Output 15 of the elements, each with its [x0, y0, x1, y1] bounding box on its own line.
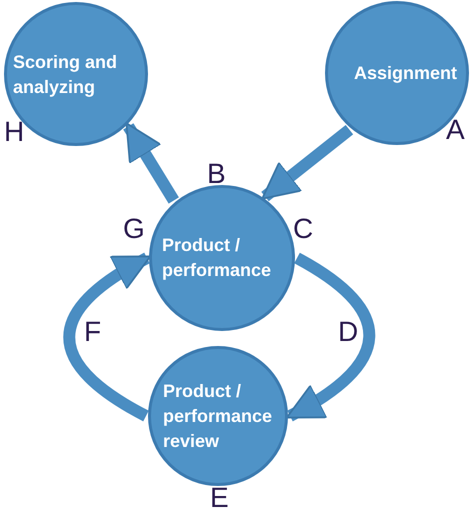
node-label: Product / performance: [162, 234, 272, 282]
letter-label: B: [207, 160, 226, 188]
block-arrow: [123, 122, 179, 204]
block-arrow: [63, 252, 152, 422]
letter-label: A: [446, 116, 465, 144]
letter-label: C: [293, 215, 314, 243]
letter-label: G: [123, 215, 145, 243]
block-arrow: [261, 124, 354, 202]
letter-label: F: [84, 318, 102, 346]
node-label: Scoring and analyzing: [13, 51, 118, 99]
node-label: Product / performance review: [163, 380, 274, 452]
letter-label: D: [338, 318, 358, 346]
node-label: Assignment: [354, 62, 458, 85]
letter-label: H: [4, 118, 24, 146]
letter-label: E: [210, 484, 229, 512]
